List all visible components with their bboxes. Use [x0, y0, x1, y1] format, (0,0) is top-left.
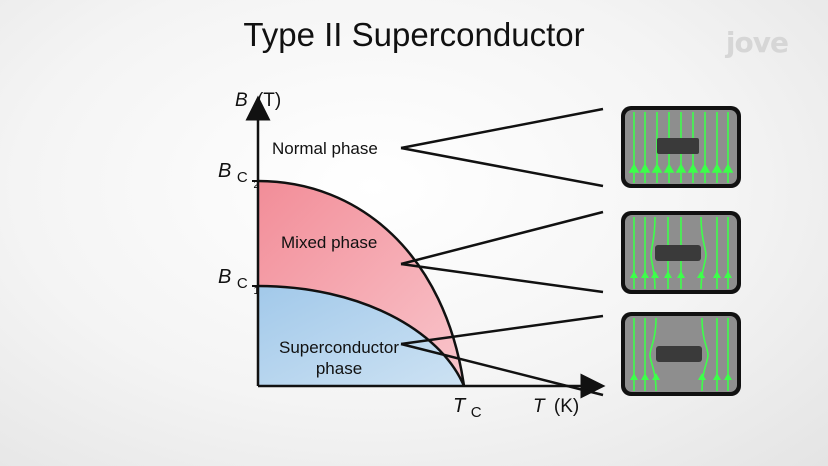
normal-phase-label: Normal phase [272, 139, 378, 158]
panel-superconductor [621, 312, 741, 396]
superconductor-phase-label-line1: Superconductor [279, 338, 399, 357]
x-axis-unit: (K) [554, 396, 579, 417]
jove-logo: jove [725, 26, 789, 59]
bc2-label-main: B [218, 160, 231, 182]
svg-text:B (T): B (T) [235, 90, 281, 111]
y-axis-label: B [235, 90, 248, 111]
bc1-curve [257, 284, 466, 387]
sample-block-mixed [655, 245, 701, 261]
bc1-label-sub: C [237, 275, 248, 292]
mixed-phase-label: Mixed phase [281, 233, 377, 252]
svg-text:B C 2: B C 2 [218, 160, 259, 191]
bc2-label-subsub: 2 [253, 179, 259, 191]
sample-block-normal [657, 138, 699, 154]
bc2-label-sub: C [237, 169, 248, 186]
svg-text:T C: T C [453, 395, 482, 421]
y-axis-unit: (T) [257, 90, 281, 111]
superconductor-phase-label-line2: phase [316, 359, 362, 378]
page-title: Type II Superconductor [243, 16, 585, 53]
tc-label-main: T [453, 395, 467, 417]
x-axis-label: T [533, 396, 546, 417]
bc1-label-main: B [218, 266, 231, 288]
tc-label-sub: C [471, 404, 482, 421]
panel-mixed [621, 211, 741, 294]
svg-text:B C 1: B C 1 [218, 266, 259, 297]
bc1-label-subsub: 1 [253, 285, 259, 297]
callout-mixed [400, 210, 604, 294]
sample-block-superconductor [656, 346, 702, 362]
svg-text:T (K): T (K) [533, 396, 579, 417]
callout-normal [400, 107, 604, 188]
callout-superconductor [400, 314, 604, 397]
superconductor-phase-region [258, 286, 464, 386]
panel-normal [621, 106, 741, 188]
